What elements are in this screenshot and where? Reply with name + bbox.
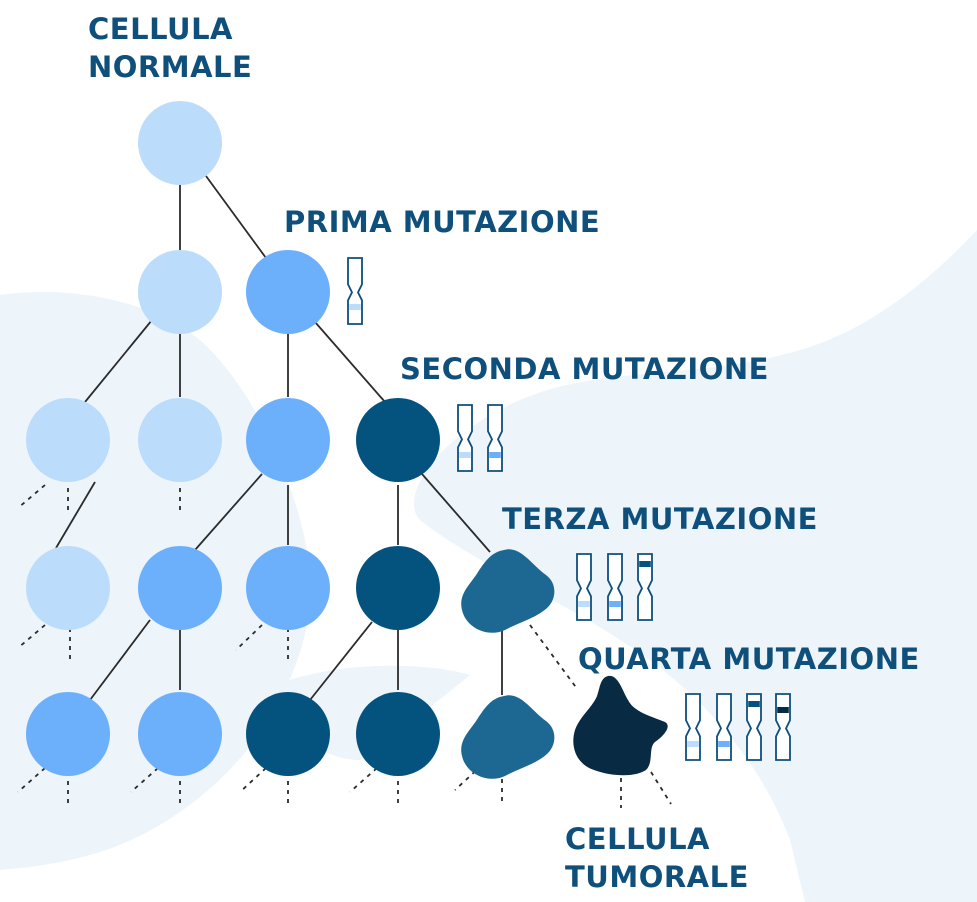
chromosome-band	[578, 601, 590, 607]
dashed-continuation-line	[17, 767, 46, 793]
chromosome-icon	[716, 693, 732, 761]
dashed-continuation-line	[239, 767, 267, 793]
label-third-mutation: TERZA MUTAZIONE	[502, 502, 818, 536]
chromosome-band	[748, 701, 760, 707]
chromosome-icon	[576, 553, 592, 621]
label-first-mutation: PRIMA MUTAZIONE	[284, 205, 601, 239]
dashed-continuation-line	[529, 624, 579, 691]
cell-normal	[138, 250, 222, 334]
label-tumor-cell-line-2: TUMORALE	[565, 860, 749, 894]
cell-normal	[138, 398, 222, 482]
cell-mutation-1	[138, 546, 222, 630]
label-normal-cell: CELLULA NORMALE	[88, 10, 252, 86]
cell-normal	[26, 398, 110, 482]
dashed-continuation-line	[349, 767, 378, 793]
chromosome-icon	[685, 693, 701, 761]
dashed-continuation-line	[17, 484, 46, 509]
chromosome-icon	[637, 553, 653, 621]
cell-mutation-1	[246, 546, 330, 630]
label-tumor-cell: CELLULA TUMORALE	[565, 820, 749, 896]
chromosome-icon	[487, 404, 503, 472]
chromosome-band	[718, 741, 730, 747]
chromosome-band	[687, 741, 699, 747]
connector-line	[421, 473, 491, 553]
chromosome-outline	[347, 257, 363, 325]
label-normal-cell-line-2: NORMALE	[88, 50, 253, 84]
dashed-continuation-line	[130, 767, 159, 793]
dashed-continuation-line	[454, 764, 483, 791]
background-blob-right	[414, 230, 977, 902]
cell-mutation-1	[246, 398, 330, 482]
connector-line	[205, 175, 267, 259]
cell-mutation-3-irregular	[461, 695, 555, 779]
label-second-mutation: SECONDA MUTAZIONE	[400, 352, 769, 386]
dashed-continuation-line	[235, 624, 263, 651]
label-normal-cell-line-1: CELLULA	[88, 12, 233, 46]
cell-mutation-2	[356, 546, 440, 630]
cell-mutation-2	[356, 692, 440, 776]
chromosome-icon	[457, 404, 473, 472]
cell-mutation-2	[356, 398, 440, 482]
dashed-continuation-line	[650, 771, 672, 805]
dashed-continuation-line	[17, 624, 46, 649]
cell-normal	[138, 101, 222, 185]
cell-tumor	[573, 675, 668, 776]
connector-line	[309, 621, 373, 701]
cell-mutation-1	[246, 250, 330, 334]
chromosome-band	[349, 304, 361, 310]
connector-line	[194, 473, 263, 551]
connector-line	[55, 481, 96, 549]
cell-mutation-3-irregular	[461, 549, 555, 633]
connector-line	[84, 319, 153, 403]
cell-mutation-2	[246, 692, 330, 776]
cell-mutation-1	[138, 692, 222, 776]
chromosome-outline	[685, 693, 701, 761]
chromosome-icon	[347, 257, 363, 325]
cell-normal	[26, 546, 110, 630]
label-fourth-mutation: QUARTA MUTAZIONE	[578, 642, 920, 676]
chromosome-band	[459, 452, 471, 458]
chromosome-outline	[637, 553, 653, 621]
chromosome-icon	[775, 693, 791, 761]
chromosome-icon	[607, 553, 623, 621]
chromosome-band	[609, 601, 621, 607]
chromosome-band	[489, 452, 501, 458]
chromosome-icon	[746, 693, 762, 761]
connector-line	[89, 619, 151, 701]
chromosome-band	[639, 561, 651, 567]
chromosome-outline	[746, 693, 762, 761]
connector-line	[314, 321, 386, 403]
chromosome-band	[777, 707, 789, 713]
cell-mutation-1	[26, 692, 110, 776]
label-tumor-cell-line-1: CELLULA	[565, 822, 710, 856]
